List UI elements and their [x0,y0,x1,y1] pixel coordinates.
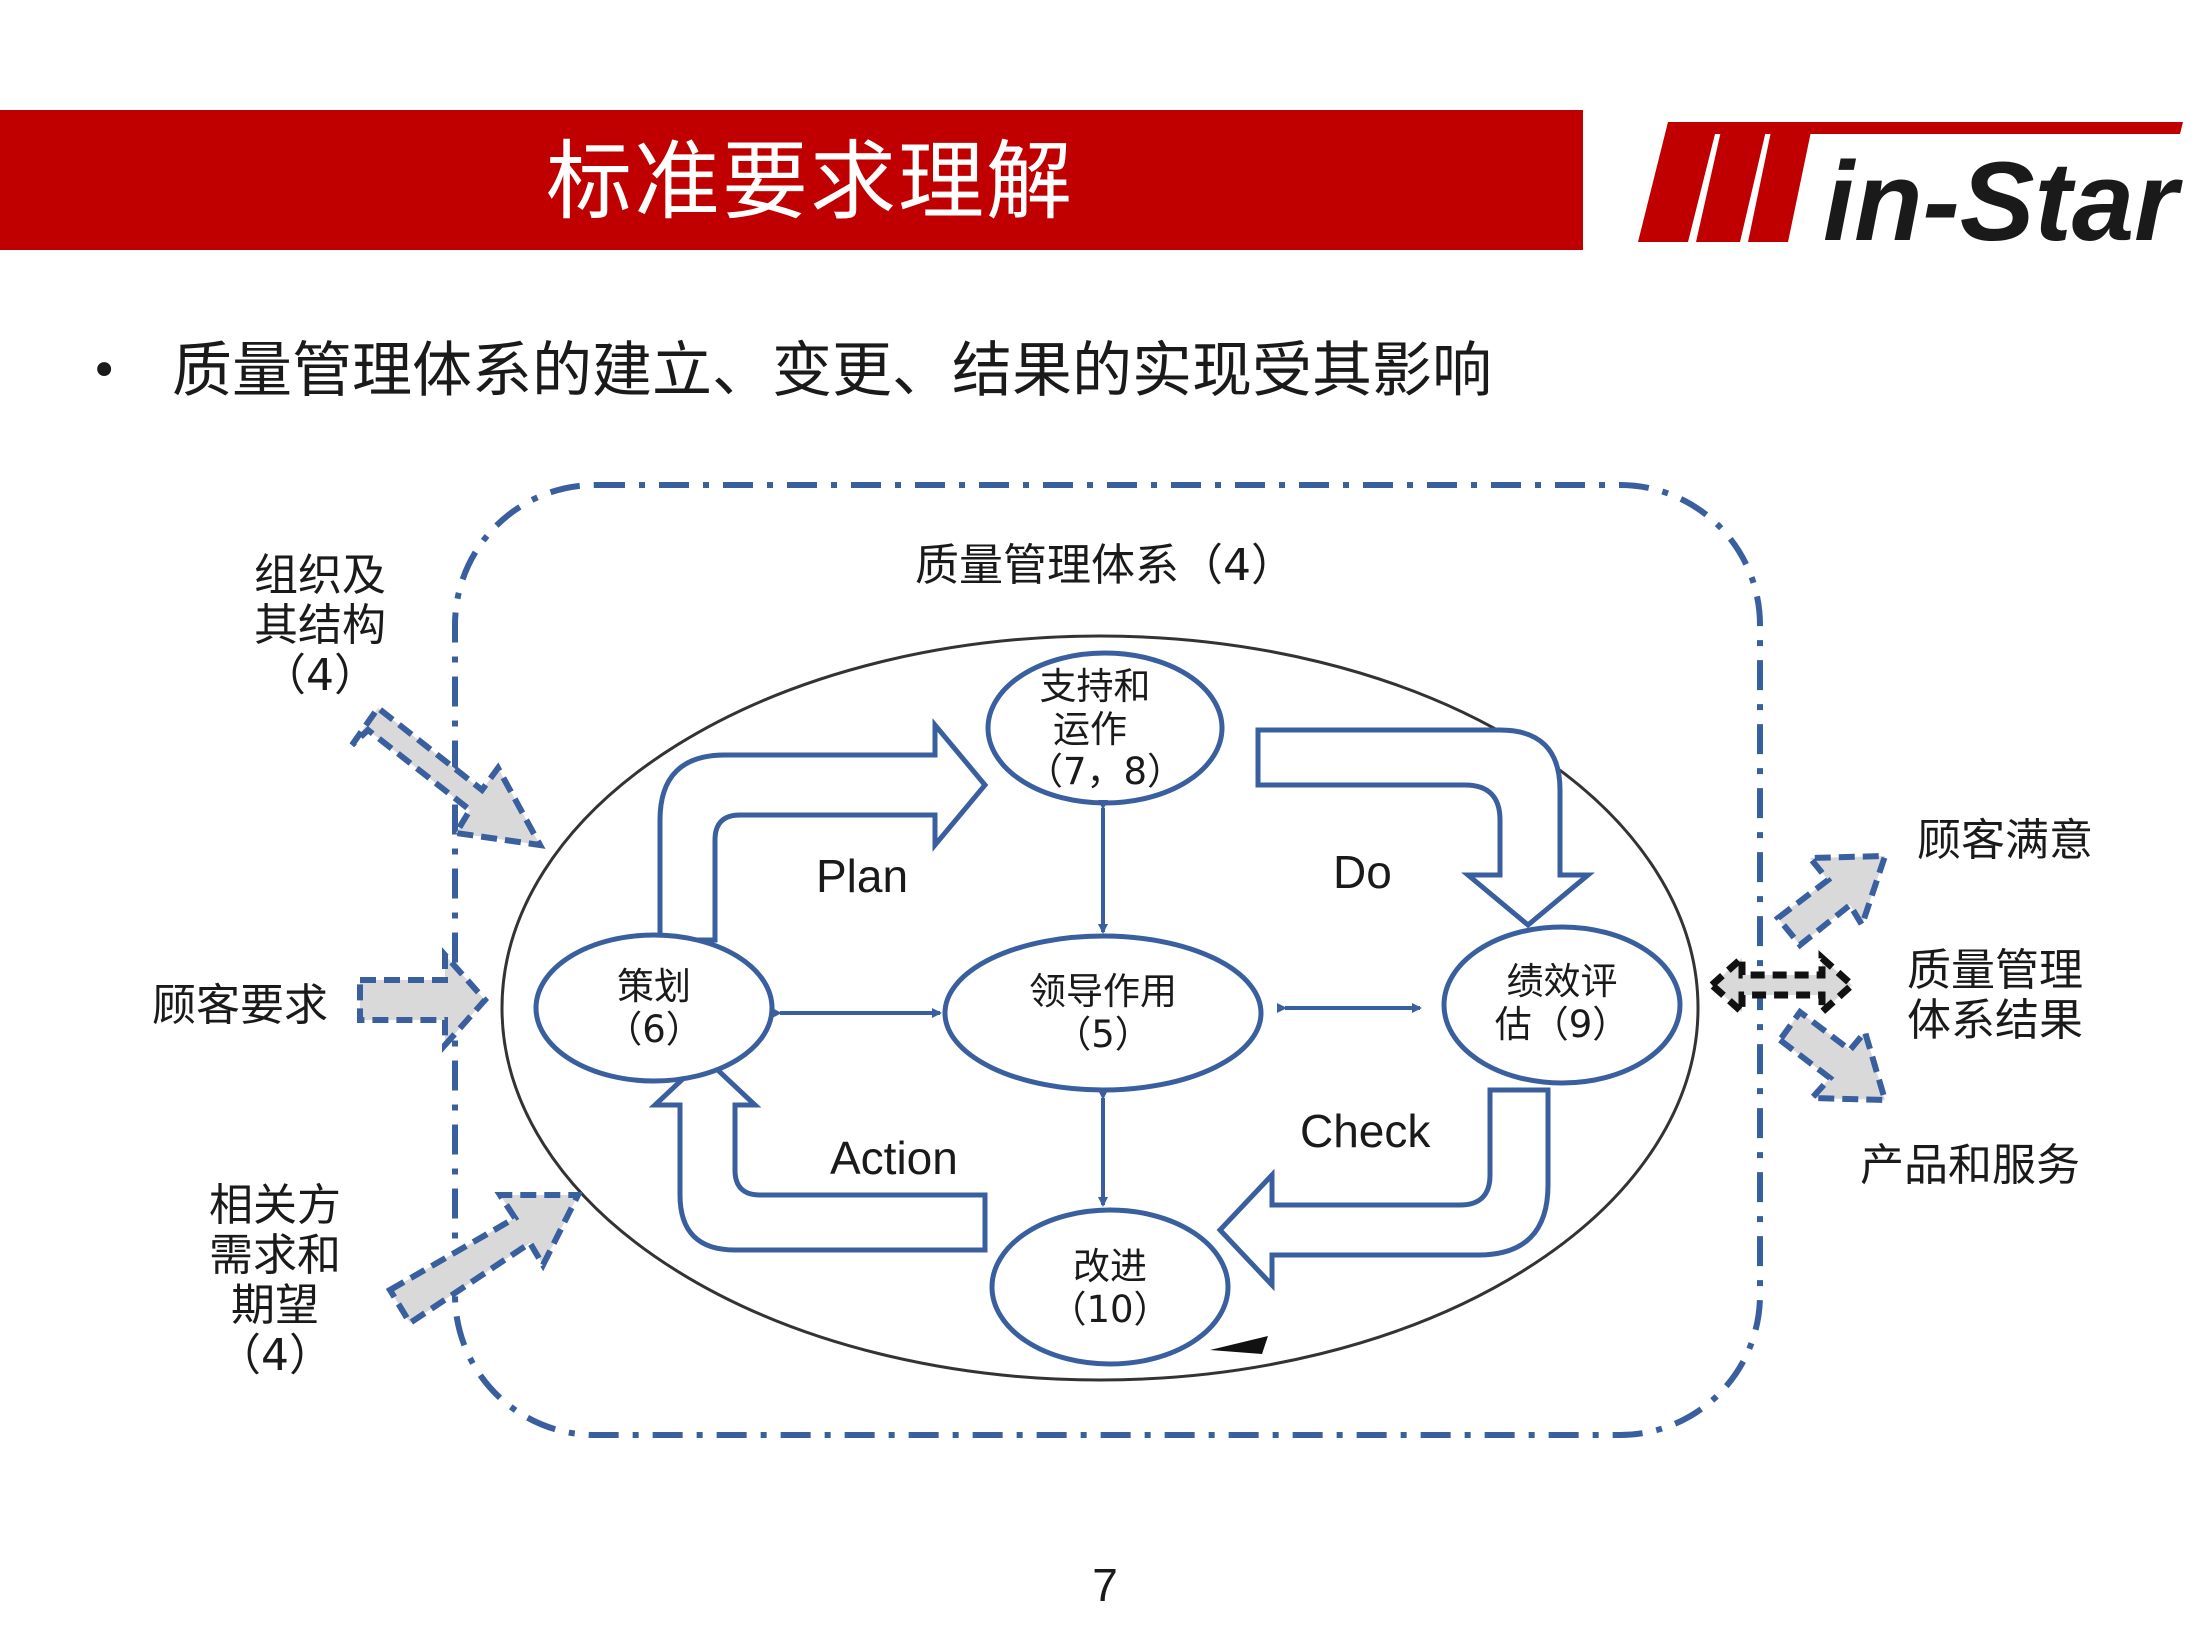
phase-do: Do [1333,846,1392,898]
input-arrow-customer-requirements [357,947,490,1053]
title-bar [0,110,1583,250]
input-party-line3: 期望 [231,1280,319,1331]
page-title: 标准要求理解 [546,132,1074,232]
input-party-line2: 需求和 [209,1230,341,1281]
input-org-line1: 组织及 [254,550,386,601]
phase-check: Check [1300,1105,1431,1157]
node-improvement-line1: 改进 [1073,1245,1147,1288]
plan-cycle-arrow [657,718,989,943]
output-arrow-customer-satisfaction [1773,852,1890,950]
system-ellipse [500,634,1700,1382]
input-party-line1: 相关方 [209,1180,341,1231]
node-planning-line1: 策划 [617,965,691,1008]
check-cycle-arrow [1216,1087,1551,1292]
node-support-line2: 运作 [1053,708,1127,751]
node-support-line1: 支持和 [1039,665,1151,708]
phase-action: Action [830,1132,958,1184]
input-arrow-organization [349,703,546,849]
node-performance-line1: 绩效评 [1506,960,1618,1003]
page-number: 7 [1092,1559,1118,1611]
output-qms-line2: 体系结果 [1907,995,2083,1046]
phase-plan: Plan [816,850,909,902]
system-ellipse-arrowhead [1210,1336,1268,1354]
node-improvement [989,1207,1231,1367]
bullet-marker: • [90,343,119,399]
input-arrow-interested-parties [385,1192,583,1328]
node-performance-line2: 估（9） [1494,1003,1630,1046]
node-leadership-line1: 领导作用 [1029,970,1177,1013]
bullet-text: 质量管理体系的建立、变更、结果的实现受其影响 [172,336,1492,406]
node-performance-evaluation [1441,924,1683,1086]
output-customer-satisfaction: 顾客满意 [1917,815,2093,866]
output-products-services: 产品和服务 [1860,1140,2080,1191]
node-leadership-line2: （5） [1054,1013,1152,1056]
output-arrow-products-services [1775,1007,1890,1104]
node-planning-line2: （6） [605,1008,703,1051]
input-party-line4: （4） [217,1330,333,1381]
win-star-logo: in-Star [1638,122,2183,262]
do-cycle-arrow [1255,727,1595,929]
input-org-line2: 其结构 [254,600,386,651]
system-label: 质量管理体系（4） [915,540,1295,591]
output-arrow-qms-results [1706,950,1858,1020]
input-customer-requirements: 顾客要求 [152,980,328,1031]
output-qms-line1: 质量管理 [1907,945,2083,996]
node-support-line3: （7，8） [1025,750,1185,793]
input-org-line3: （4） [262,650,378,701]
svg-text:in-Star: in-Star [1823,139,2183,262]
system-boundary-frame [452,482,1763,1438]
node-improvement-line2: （10） [1049,1288,1171,1331]
